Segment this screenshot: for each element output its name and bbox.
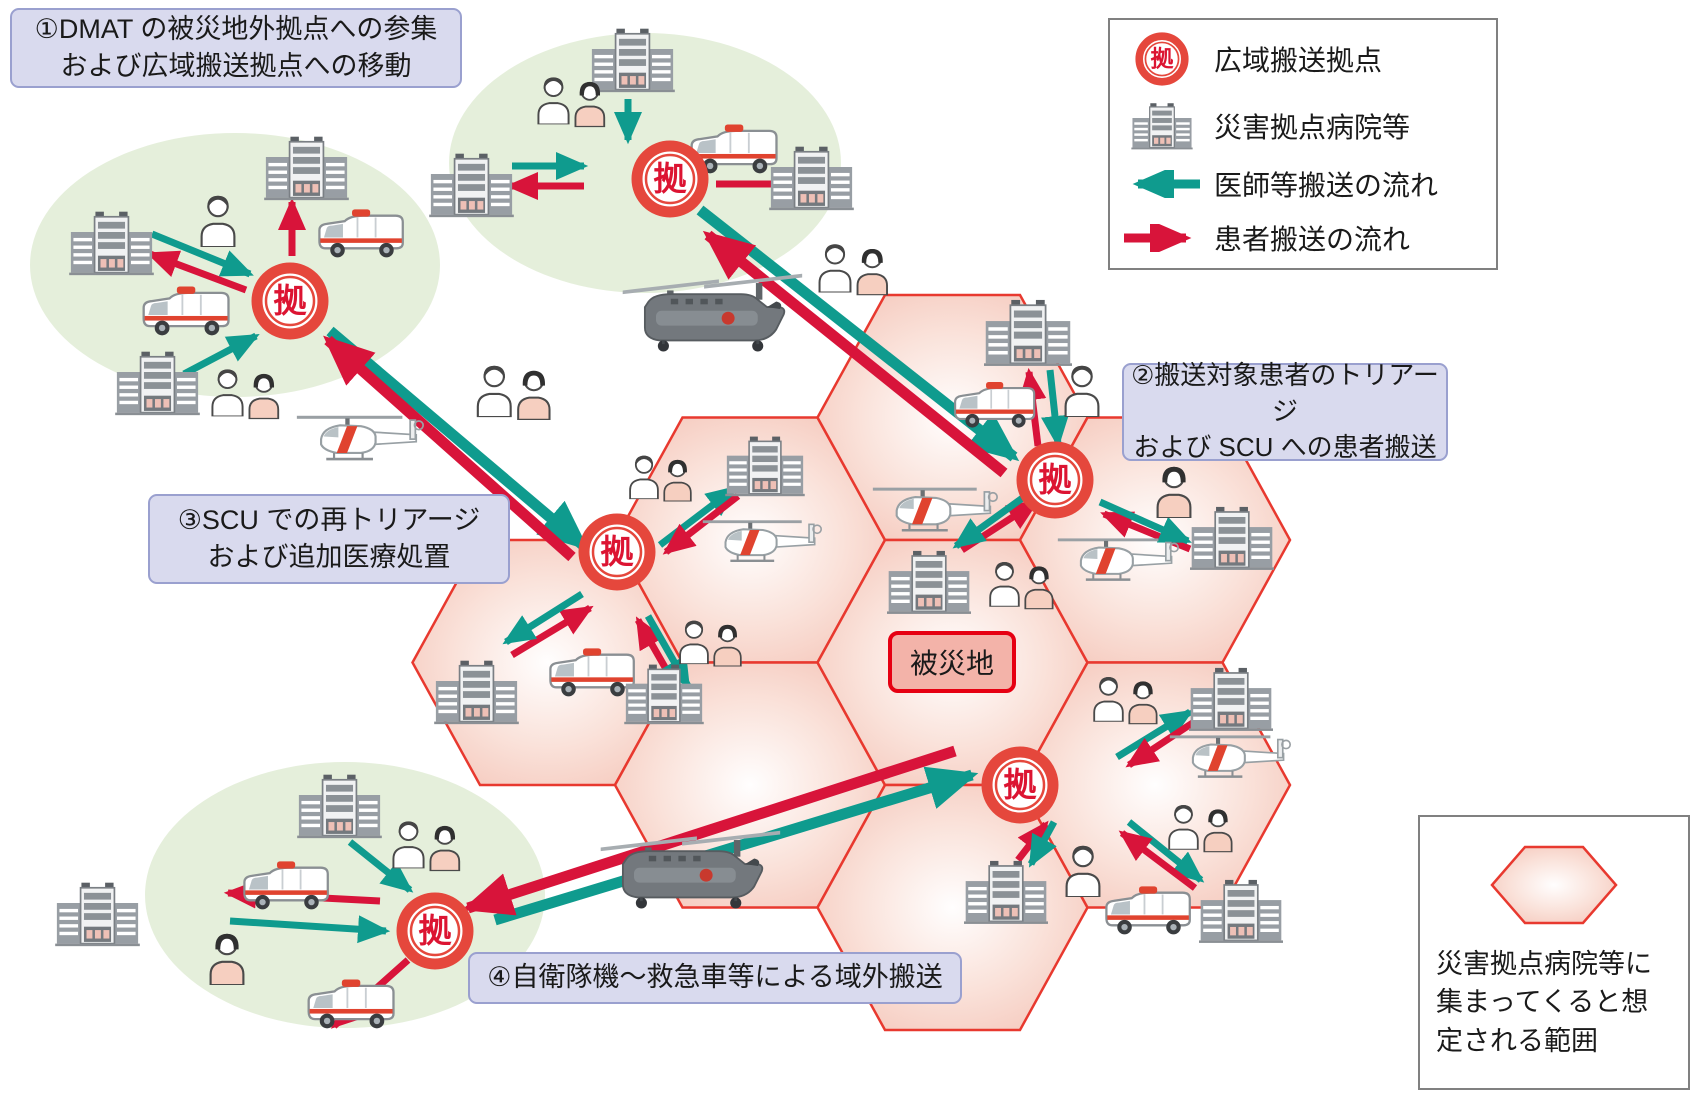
people-pair-icon (820, 244, 887, 295)
doctor-flow-arrow-icon (182, 332, 260, 378)
doctor-flow-arrow-icon (1041, 369, 1069, 449)
doctor-flow-arrow-icon (1098, 498, 1192, 545)
doctor-flow-arrow-icon (952, 491, 1031, 549)
legend-row: 拠 広域搬送拠点 (1110, 30, 1496, 88)
step2-label: ②搬送対象患者のトリアージ および SCU への患者搬送 (1122, 360, 1448, 462)
people-pair-icon (478, 366, 550, 420)
kyoten-char: 拠 (654, 160, 688, 197)
patient-flow-arrow-icon (461, 745, 957, 916)
kyoten-char: 拠 (1151, 46, 1174, 72)
hexagon-range-icon (1420, 839, 1688, 931)
doctor-flow-arrow-icon (150, 230, 254, 278)
hexagon-range-note: 災害拠点病院等に 集まってくると想 定される範囲 (1418, 815, 1690, 1090)
patient-flow-arrow-icon (662, 493, 741, 555)
kyoten-char: 拠 (1004, 766, 1038, 803)
ems-helicopter-icon (295, 414, 425, 461)
hexagon-range-text: 災害拠点病院等に 集まってくると想 定される範囲 (1436, 949, 1652, 1056)
disaster-area-label: 被災地 (888, 631, 1016, 693)
local-flow-arrows (146, 99, 1205, 1029)
legend-label: 災害拠点病院等 (1214, 112, 1411, 143)
patient-flow-arrow-icon (146, 250, 248, 294)
kyoten-circle-icon: 拠 (251, 262, 329, 340)
legend-label: 患者搬送の流れ (1214, 224, 1411, 255)
patient-flow-arrow-icon (1125, 719, 1196, 768)
patient-flow-arrow-icon (510, 605, 594, 658)
kyoten-circle-icon: 拠 (578, 513, 656, 591)
kyoten-circle-icon: 拠 (396, 892, 474, 970)
patient-flow-arrow-icon (1110, 224, 1214, 252)
kyoten-char: 拠 (1039, 461, 1073, 498)
kyoten-circle-icon: 拠 (1110, 30, 1214, 88)
patient-flow-arrow-icon (1118, 830, 1198, 891)
doctor-flow-arrow-icon (1110, 170, 1214, 198)
kyoten-char: 拠 (419, 912, 453, 949)
kyoten-char: 拠 (601, 533, 635, 570)
doctor-flow-arrow-icon (502, 591, 584, 645)
legend-label: 医師等搬送の流れ (1214, 170, 1439, 201)
patient-flow-arrow-icon (702, 230, 1008, 478)
doctor-flow-arrow-icon (1027, 820, 1058, 868)
doctor-flow-arrow-icon (347, 839, 414, 893)
legend-row: 患者搬送の流れ (1110, 218, 1496, 258)
legend-row: 医師等搬送の流れ (1110, 164, 1496, 204)
patient-flow-arrow-icon (323, 335, 576, 562)
hospital-icon (55, 881, 140, 947)
step4-label: ④自衛隊機〜救急車等による域外搬送 (468, 952, 962, 1004)
hospital-icon (1110, 102, 1214, 150)
step3-label: ③SCU での再トリアージ および追加医療処置 (148, 494, 510, 584)
kyoten-circle-icon: 拠 (631, 140, 709, 218)
doctor-flow-arrow-icon (493, 766, 979, 926)
legend-label: 広域搬送拠点 (1214, 45, 1383, 76)
step1-label: ①DMAT の被災地外拠点への参集 および広域搬送拠点への移動 (10, 8, 462, 88)
legend-row: 災害拠点病院等 (1110, 102, 1496, 150)
kyoten-circle-icon: 拠 (981, 746, 1059, 824)
kyoten-char: 拠 (274, 282, 308, 319)
doctor-flow-arrow-icon (229, 915, 391, 944)
kyoten-bases: 拠 拠 拠 拠 拠 拠 (251, 140, 1094, 970)
doctor-flow-arrow-icon (644, 614, 692, 690)
kyoten-circle-icon: 拠 (1016, 441, 1094, 519)
legend: 拠 広域搬送拠点 災害拠点病院等 医師等搬送の流れ 患者搬送の流れ (1108, 18, 1498, 270)
